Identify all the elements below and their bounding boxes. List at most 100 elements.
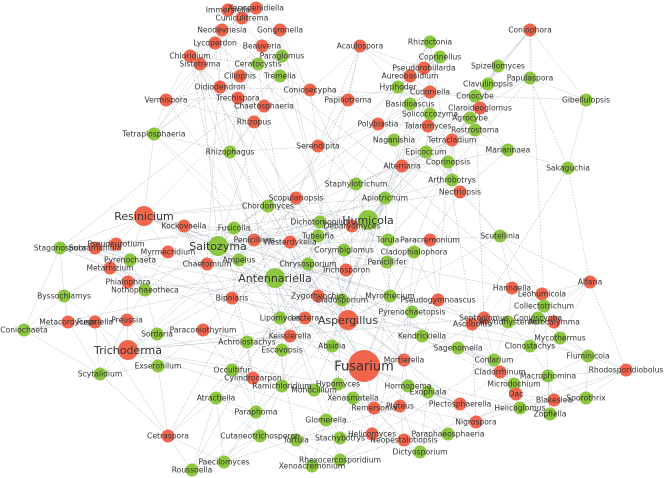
- node-atractiella[interactable]: [209, 391, 223, 405]
- node-leohumicola[interactable]: [535, 287, 549, 301]
- node-neopestalotiopsis[interactable]: [397, 433, 411, 447]
- node-ramichloridium[interactable]: [275, 379, 289, 393]
- node-tremella[interactable]: [273, 69, 287, 83]
- node-stachybotrys[interactable]: [333, 431, 347, 445]
- node-gongronella[interactable]: [273, 23, 287, 37]
- node-mycothermus[interactable]: [553, 331, 567, 345]
- node-polyblastia[interactable]: [371, 117, 385, 131]
- node-plectosphaerella[interactable]: [453, 397, 467, 411]
- node-dactylonectria[interactable]: [509, 387, 523, 401]
- node-dictyosporium[interactable]: [413, 445, 427, 459]
- node-septoglomus[interactable]: [477, 311, 491, 325]
- node-tetracladium[interactable]: [445, 133, 459, 147]
- node-exophiala[interactable]: [421, 385, 435, 399]
- node-helicoglomus[interactable]: [513, 401, 527, 415]
- node-chloridium[interactable]: [183, 49, 197, 63]
- node-debaryomyces[interactable]: [345, 219, 359, 233]
- node-humicola[interactable]: [358, 210, 378, 230]
- node-sistotrema[interactable]: [193, 57, 207, 71]
- node-scutellinia[interactable]: [493, 229, 507, 243]
- node-rostrostoma[interactable]: [468, 123, 482, 137]
- node-conioscypha[interactable]: [531, 311, 545, 325]
- node-solicoccozyma[interactable]: [423, 107, 437, 121]
- node-roussoella[interactable]: [185, 463, 199, 477]
- node-epicoccum[interactable]: [419, 145, 433, 159]
- node-paecilomyces[interactable]: [217, 455, 231, 469]
- node-byssochlamys[interactable]: [57, 289, 71, 303]
- node-resinicium[interactable]: [134, 206, 154, 226]
- node-claroideoglomus[interactable]: [473, 101, 487, 115]
- node-fusicolla[interactable]: [227, 221, 241, 235]
- node-tetraplosphaeria[interactable]: [147, 127, 161, 141]
- node-pseudogymnoascus[interactable]: [431, 293, 445, 307]
- node-chaetosphaeria[interactable]: [257, 99, 271, 113]
- node-naganishia[interactable]: [387, 133, 401, 147]
- node-kendrickiella[interactable]: [415, 329, 429, 343]
- node-phialophora[interactable]: [121, 275, 135, 289]
- node-myrmecridium[interactable]: [161, 245, 175, 259]
- node-trichoderma[interactable]: [118, 340, 138, 360]
- node-absidia[interactable]: [325, 339, 339, 353]
- node-vertrichium[interactable]: [383, 289, 397, 303]
- node-rhizopus[interactable]: [247, 115, 261, 129]
- node-acaulospora[interactable]: [353, 39, 367, 53]
- node-penicillifer[interactable]: [380, 255, 394, 269]
- node-paraglomus[interactable]: [275, 49, 289, 63]
- node-staphylotrichum[interactable]: [349, 177, 363, 191]
- node-zygorhynchus[interactable]: [311, 289, 325, 303]
- node-ceratocystis[interactable]: [251, 57, 265, 71]
- node-chordomyces[interactable]: [261, 199, 275, 213]
- node-tortula[interactable]: [289, 433, 303, 447]
- node-basidioascus[interactable]: [403, 97, 417, 111]
- node-cetraspora[interactable]: [161, 429, 175, 443]
- node-rhizophagus[interactable]: [223, 145, 237, 159]
- node-sagenomella[interactable]: [451, 341, 465, 355]
- node-glomerella[interactable]: [319, 413, 333, 427]
- node-coprinopsis[interactable]: [441, 155, 455, 169]
- node-lipomyces[interactable]: [273, 311, 287, 325]
- node-torula[interactable]: [381, 233, 395, 247]
- node-ciliophis[interactable]: [233, 69, 247, 83]
- node-coprinellus[interactable]: [433, 50, 447, 64]
- node-fluminicola[interactable]: [581, 349, 595, 363]
- node-hypomyces[interactable]: [331, 377, 345, 391]
- node-exserohilum[interactable]: [151, 359, 165, 373]
- node-coniochaeta[interactable]: [17, 323, 31, 337]
- node-nothophaeotheca[interactable]: [138, 283, 152, 297]
- node-occultifur[interactable]: [225, 363, 239, 377]
- node-monocillium[interactable]: [307, 383, 321, 397]
- node-keisslerella[interactable]: [283, 329, 297, 343]
- node-apiotrichum[interactable]: [378, 191, 392, 205]
- node-chaetomium[interactable]: [200, 257, 214, 271]
- node-cladophialophora[interactable]: [407, 245, 421, 259]
- node-beauveria[interactable]: [255, 39, 269, 53]
- node-scytalidium[interactable]: [93, 367, 107, 381]
- node-hormonema[interactable]: [401, 379, 415, 393]
- node-agrocybe[interactable]: [463, 111, 477, 125]
- node-clavulinopsis[interactable]: [481, 77, 495, 91]
- node-preussia[interactable]: [120, 313, 134, 327]
- node-gibellulopsis[interactable]: [579, 93, 593, 107]
- node-escovopsis[interactable]: [275, 343, 289, 357]
- node-immersiella[interactable]: [221, 3, 235, 17]
- node-lectera[interactable]: [298, 311, 312, 325]
- node-rhytidhysteron[interactable]: [501, 315, 515, 329]
- node-fusarium[interactable]: [348, 350, 380, 382]
- node-paraphoma[interactable]: [249, 405, 263, 419]
- node-chrysosporium[interactable]: [301, 257, 315, 271]
- node-vermispora[interactable]: [159, 93, 173, 107]
- node-trichosporon[interactable]: [339, 263, 353, 277]
- node-alternaria[interactable]: [395, 159, 409, 173]
- node-papiliotrema[interactable]: [341, 93, 355, 107]
- node-alfaria[interactable]: [583, 275, 597, 289]
- node-conocybe[interactable]: [468, 89, 482, 103]
- node-papulaspora[interactable]: [523, 71, 537, 85]
- node-paraphaeosphaeria[interactable]: [441, 427, 455, 441]
- node-sakaguchia[interactable]: [561, 161, 575, 175]
- node-cutaneotrichosporon[interactable]: [253, 429, 267, 443]
- node-subramaniula[interactable]: [88, 241, 102, 255]
- node-pyrenochaetopsis[interactable]: [405, 305, 419, 319]
- node-cladosporium[interactable]: [335, 293, 349, 307]
- node-cylindrocarpon[interactable]: [246, 371, 260, 385]
- node-scopulariopsis[interactable]: [289, 191, 303, 205]
